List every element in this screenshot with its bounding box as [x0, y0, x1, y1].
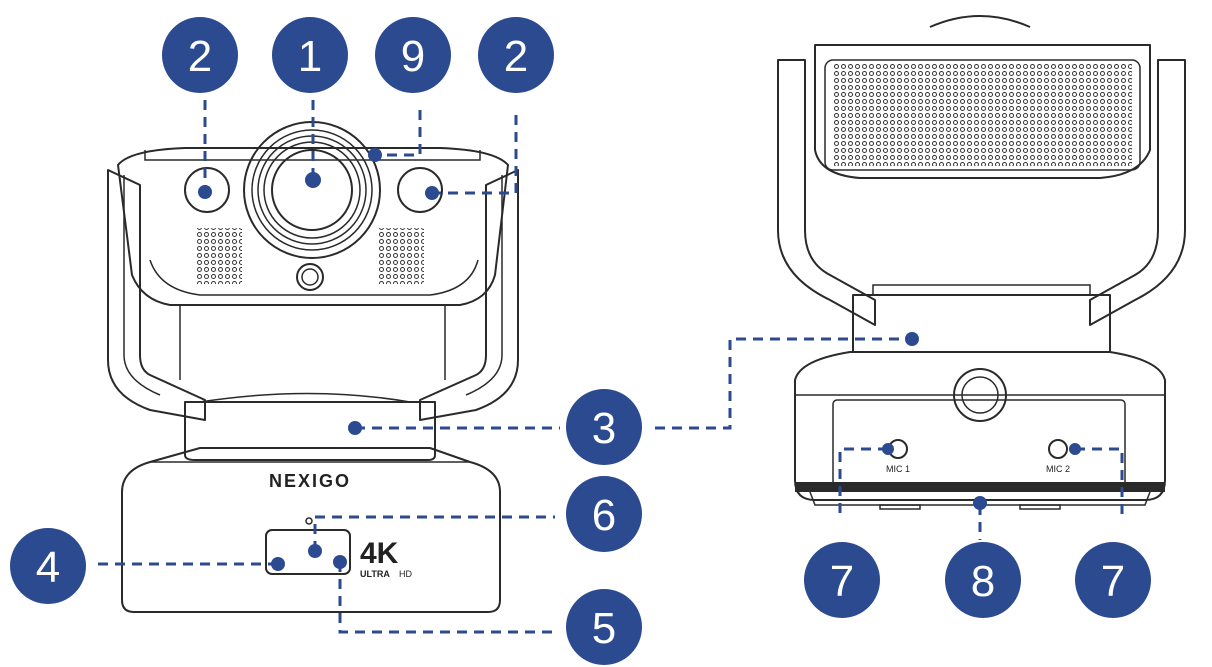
callout-number: 5 — [592, 604, 616, 653]
callout-2-right: 2 — [478, 17, 554, 93]
leader-6 — [313, 515, 555, 551]
dot-7-right — [1069, 443, 1081, 455]
callout-number: 9 — [401, 32, 425, 81]
lens-ring-2 — [251, 129, 373, 251]
callout-number: 2 — [188, 32, 212, 81]
callout-circle — [566, 389, 642, 465]
callout-4: 4 — [10, 528, 86, 604]
rear-neck-top — [872, 284, 1091, 296]
dot-6 — [308, 544, 322, 558]
callout-2-left: 2 — [162, 17, 238, 93]
callout-circle — [375, 17, 451, 93]
rear-bottom-strip — [795, 482, 1165, 492]
rear-yoke-right — [1089, 59, 1186, 326]
front-base — [121, 447, 501, 613]
mic1-label: MIC 1 — [886, 464, 910, 474]
light-sensor — [296, 263, 324, 291]
dot-2-left — [198, 185, 212, 199]
dot-9 — [368, 148, 382, 162]
callout-1: 1 — [272, 17, 348, 93]
lens-glass — [271, 149, 353, 231]
leader-3-rear — [655, 337, 912, 430]
callout-circle — [945, 542, 1021, 618]
callout-number: 7 — [830, 557, 854, 606]
front-grille-left — [196, 228, 242, 284]
front-head-lower-line — [149, 259, 479, 296]
callout-5: 5 — [566, 589, 642, 665]
rear-neck — [852, 294, 1111, 353]
dot-1 — [305, 172, 321, 188]
leader-lines — [98, 100, 1124, 634]
callout-circle — [566, 476, 642, 552]
front-grille-right — [378, 228, 424, 284]
status-led — [305, 517, 313, 525]
callout-circle — [1075, 542, 1151, 618]
callout-3: 3 — [566, 389, 642, 465]
dot-8 — [973, 496, 987, 510]
front-camera: NEXIGO 4K ULTRA HD — [107, 121, 519, 613]
callout-circle — [804, 542, 880, 618]
front-yoke-right — [419, 169, 519, 421]
callout-number: 2 — [504, 32, 528, 81]
dot-3-rear — [905, 332, 919, 346]
mic-jack-2 — [1048, 439, 1068, 459]
front-yoke-left — [107, 169, 206, 421]
rear-grille-frame — [824, 59, 1141, 171]
callout-circle — [272, 17, 348, 93]
rear-speaker-grille — [832, 64, 1132, 166]
badge-hd: HD — [399, 569, 412, 579]
badge-ultra: ULTRA — [360, 569, 390, 579]
rear-foot-tab-right — [1019, 504, 1061, 510]
callout-circle — [162, 17, 238, 93]
dot-7-left — [882, 443, 894, 455]
callout-number: 7 — [1101, 557, 1125, 606]
callout-7-right: 7 — [1075, 542, 1151, 618]
leader-5 — [338, 562, 555, 634]
front-head-side-lines — [179, 305, 446, 380]
leader-2-right — [432, 115, 518, 195]
callout-number: 8 — [971, 557, 995, 606]
callout-number: 4 — [36, 543, 60, 592]
leader-dots — [198, 148, 1081, 571]
leader-7-right — [1075, 447, 1124, 520]
callout-circle — [10, 528, 86, 604]
light-sensor-inner — [301, 268, 319, 286]
dot-3-front — [348, 421, 362, 435]
brand-logo: NEXIGO — [269, 471, 351, 491]
dot-4 — [271, 557, 285, 571]
badge-4k: 4K — [360, 537, 399, 570]
rear-handle — [929, 15, 1031, 28]
callout-6: 6 — [566, 476, 642, 552]
leader-9 — [375, 110, 422, 157]
rear-yoke-left — [777, 59, 876, 326]
callout-circle — [478, 17, 554, 93]
rear-camera: MIC 1 MIC 2 — [777, 15, 1186, 510]
front-mic-right — [397, 167, 443, 213]
dot-2-right — [425, 186, 439, 200]
rear-head — [814, 44, 1151, 179]
callout-number: 3 — [592, 404, 616, 453]
front-head — [117, 147, 509, 306]
callout-circle — [566, 589, 642, 665]
rear-base — [794, 351, 1166, 501]
tripod-mount-inner — [961, 376, 999, 414]
callout-9: 9 — [375, 17, 451, 93]
ir-window — [265, 529, 351, 575]
front-neck-top — [199, 392, 411, 403]
callout-7-left: 7 — [804, 542, 880, 618]
tripod-mount — [953, 368, 1007, 422]
callout-8: 8 — [945, 542, 1021, 618]
front-neck — [184, 401, 436, 461]
callout-number: 6 — [592, 491, 616, 540]
callout-badges: 2 1 9 2 3 6 4 5 — [10, 17, 1151, 665]
mic2-label: MIC 2 — [1046, 464, 1070, 474]
callout-number: 1 — [298, 32, 322, 81]
dot-5 — [333, 555, 347, 569]
rear-foot-tab-left — [879, 504, 921, 510]
front-mic-left — [184, 167, 230, 213]
front-yoke-left-inner — [123, 175, 161, 396]
front-yoke-right-inner — [465, 175, 503, 396]
